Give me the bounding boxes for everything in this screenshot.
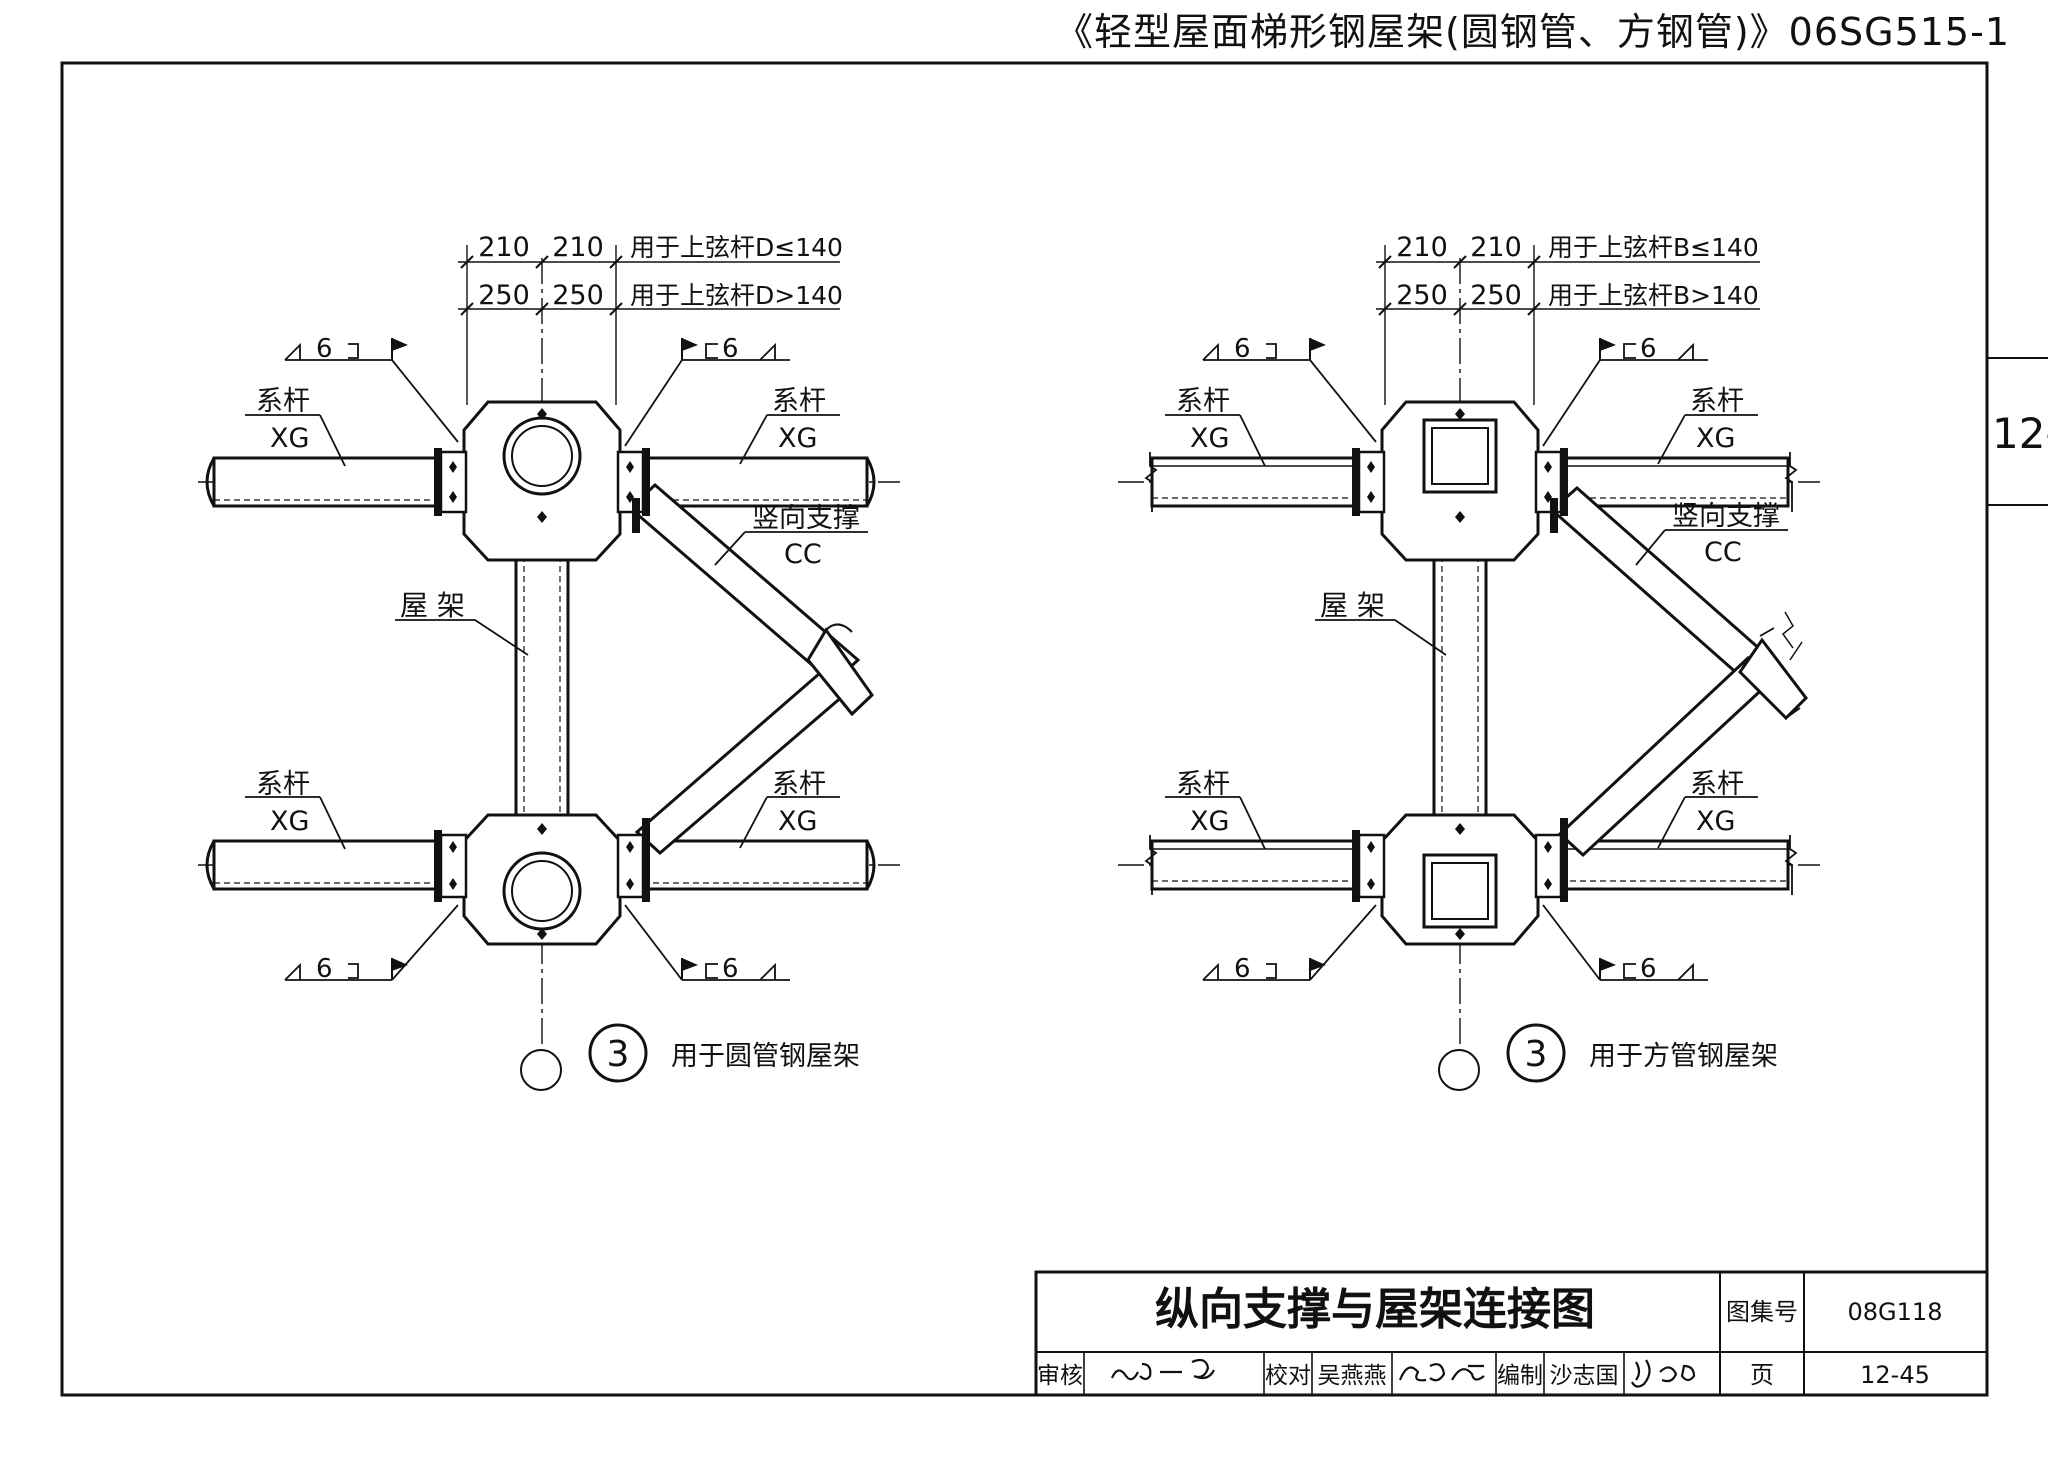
right-axis-bubble [1438,1049,1480,1091]
svg-text:6: 6 [1640,334,1657,364]
atlas-label: 图集号 [1726,1298,1798,1326]
left-tie-code-tl: XG [270,423,309,454]
right-tie-rod-top-right [1558,452,1798,512]
sheet-border [60,61,1989,1397]
svg-text:6: 6 [316,954,333,984]
page-value: 12-45 [1860,1361,1930,1389]
right-tie-code-tl: XG [1190,423,1229,454]
left-tie-code-br: XG [778,806,817,837]
right-tie-label-bl: 系杆 [1176,769,1230,800]
left-dim-250b: 250 [552,280,604,311]
svg-text:6: 6 [1234,954,1251,984]
right-dim-note2: 用于上弦杆B>140 [1548,281,1759,310]
left-truss-label: 屋 架 [400,589,465,622]
right-top-node [1352,400,1568,562]
right-weld-bottom-right: 6 [1542,904,1708,984]
left-dim-250a: 250 [478,280,530,311]
svg-text:6: 6 [722,954,739,984]
left-caption: 用于圆管钢屋架 [671,1041,860,1072]
compiler-name: 沙志国 [1550,1363,1619,1389]
left-detail-number: 3 [607,1034,630,1075]
left-vertical-brace [627,482,874,856]
right-detail-number: 3 [1525,1034,1548,1075]
checker-signature [1398,1363,1485,1382]
svg-text:6: 6 [1640,954,1657,984]
left-dim-210b: 210 [552,232,604,263]
right-tie-code-bl: XG [1190,806,1229,837]
left-tie-rod-top-left [205,456,444,508]
right-tie-code-tr: XG [1696,423,1735,454]
right-dim-210a: 210 [1396,232,1448,263]
atlas-value: 08G118 [1848,1298,1943,1326]
left-tie-rod-top-right [641,456,876,508]
drawing-title: 纵向支撑与屋架连接图 [1155,1284,1595,1335]
right-vertical-brace [1549,486,1808,858]
left-tie-label-br: 系杆 [772,769,826,800]
left-dim-210a: 210 [478,232,530,263]
right-tie-label-tl: 系杆 [1176,386,1230,417]
check-label: 校对 [1265,1363,1311,1389]
left-tie-label-tl: 系杆 [256,386,310,417]
header-title: 《轻型屋面梯形钢屋架(圆钢管、方钢管)》06SG515-1 [1055,10,2010,54]
left-axis-bubble [520,1049,562,1091]
right-dim-210b: 210 [1470,232,1522,263]
right-weld-top-right: 6 [1542,334,1708,447]
left-brace-code: CC [784,539,822,570]
right-bottom-node [1352,813,1568,946]
side-tab-label: 12- [1992,409,2048,458]
checker-name: 吴燕燕 [1318,1363,1387,1389]
title-block: 纵向支撑与屋架连接图 图集号 08G118 页 12-45 审核 校对 吴燕燕 … [1034,1270,1989,1397]
left-detail: 210 210 用于上弦杆D≤140 250 250 用于上弦杆D>140 [198,232,900,1091]
left-bottom-node [434,813,650,946]
reviewer-signature [1110,1358,1215,1381]
svg-text:6: 6 [722,334,739,364]
right-tie-label-tr: 系杆 [1690,386,1744,417]
left-tie-code-bl: XG [270,806,309,837]
left-tie-code-tr: XG [778,423,817,454]
right-brace-label: 竖向支撑 [1672,501,1780,532]
left-tie-rod-bottom-right [641,839,876,891]
left-tie-label-tr: 系杆 [772,386,826,417]
right-detail-number-circle [1506,1023,1566,1083]
compiler-signature [1631,1359,1696,1388]
right-detail: 210 210 用于上弦杆B≤140 250 250 用于上弦杆B>140 [1118,232,1820,1091]
right-tie-rod-bottom-left [1144,835,1362,895]
left-top-node [434,400,650,562]
right-dim-250a: 250 [1396,280,1448,311]
right-tie-label-br: 系杆 [1690,769,1744,800]
right-weld-bottom-left: 6 [1202,904,1377,984]
compile-label: 编制 [1497,1363,1543,1389]
review-label: 审核 [1037,1363,1083,1389]
left-dim-note1: 用于上弦杆D≤140 [630,233,843,262]
right-tie-code-br: XG [1696,806,1735,837]
left-weld-bottom-right: 6 [624,904,790,984]
right-truss-label: 屋 架 [1320,589,1385,622]
svg-text:6: 6 [316,334,333,364]
right-dim-250b: 250 [1470,280,1522,311]
svg-text:6: 6 [1234,334,1251,364]
left-tie-rod-bottom-left [205,839,444,891]
left-brace-label: 竖向支撑 [752,503,860,534]
right-weld-top-left: 6 [1202,334,1377,443]
right-brace-code: CC [1704,537,1742,568]
left-weld-top-left: 6 [284,334,459,443]
left-dim-note2: 用于上弦杆D>140 [630,281,843,310]
page-label: 页 [1750,1361,1774,1389]
right-caption: 用于方管钢屋架 [1589,1041,1778,1072]
left-weld-bottom-left: 6 [284,904,459,984]
left-tie-label-bl: 系杆 [256,769,310,800]
left-weld-top-right: 6 [624,334,790,447]
left-detail-number-circle [588,1023,648,1083]
right-tie-rod-top-left [1144,452,1362,512]
right-dim-note1: 用于上弦杆B≤140 [1548,233,1759,262]
